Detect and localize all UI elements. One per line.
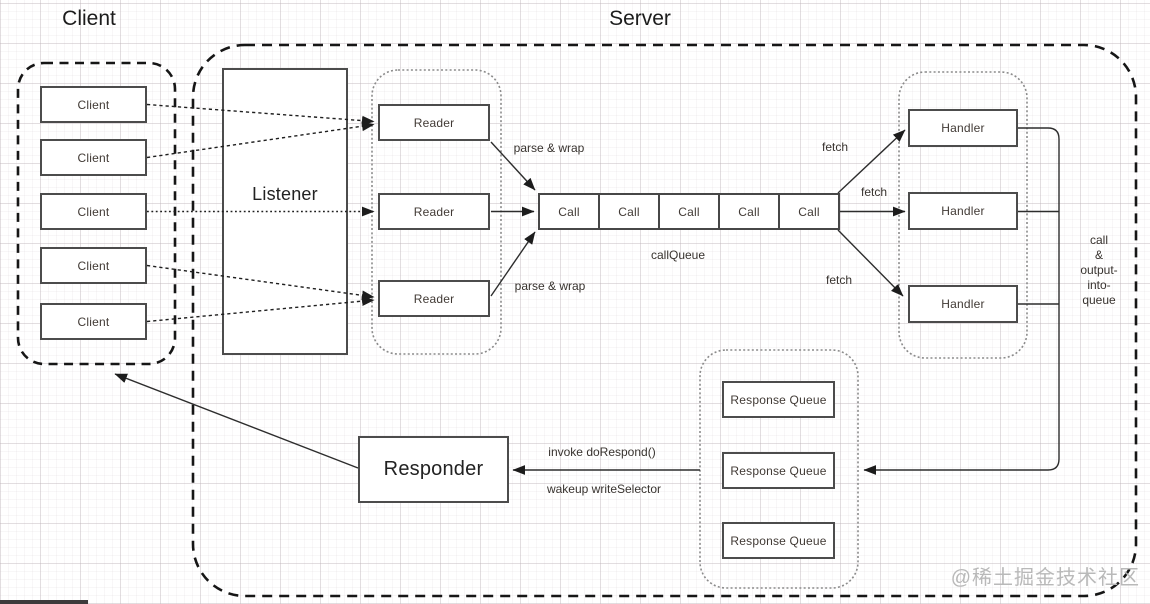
call-cell-4: Call: [718, 193, 780, 230]
edge-queue-handler1: [837, 129, 906, 194]
reader-box-1: Reader: [378, 104, 490, 141]
client-box-4: Client: [40, 247, 147, 284]
fetch-label-top: fetch: [821, 140, 849, 154]
listener-box: Listener: [222, 68, 348, 355]
response-queue-box-1: Response Queue: [722, 381, 835, 418]
listener-label: Listener: [252, 184, 318, 204]
response-queue-box-3: Response Queue: [722, 522, 835, 559]
call-output-line-4: into-queue: [1082, 278, 1116, 307]
call-cell-5: Call: [778, 193, 840, 230]
responder-box: Responder: [358, 436, 509, 503]
server-title: Server: [609, 7, 671, 30]
parse-wrap-label-bottom: parse & wrap: [514, 279, 586, 293]
client-title: Client: [62, 7, 116, 30]
handler-box-3: Handler: [908, 285, 1018, 323]
call-output-into-queue-label: call & output- into-queue: [1074, 233, 1125, 308]
reader-box-3: Reader: [378, 280, 490, 317]
call-cell-2: Call: [598, 193, 660, 230]
watermark-text: @稀土掘金技术社区: [950, 567, 1140, 589]
call-output-line-3: output-: [1080, 263, 1118, 277]
client-box-3: Client: [40, 193, 147, 230]
client-box-1: Client: [40, 86, 147, 123]
handler-box-2: Handler: [908, 192, 1018, 230]
edge-responder-clients: [114, 373, 359, 469]
response-queue-box-2: Response Queue: [722, 452, 835, 489]
call-output-line-2: &: [1094, 248, 1103, 262]
bottom-edge-strip: [0, 600, 88, 604]
call-cell-1: Call: [538, 193, 600, 230]
parse-wrap-label-top: parse & wrap: [513, 141, 585, 155]
callqueue-label: callQueue: [650, 248, 706, 262]
reader-box-2: Reader: [378, 193, 490, 230]
fetch-label-bottom: fetch: [825, 273, 853, 287]
call-cell-3: Call: [658, 193, 720, 230]
client-box-2: Client: [40, 139, 147, 176]
invoke-dorespond-label: invoke doRespond(): [548, 445, 656, 459]
client-box-5: Client: [40, 303, 147, 340]
wakeup-writeselector-label: wakeup writeSelector: [546, 482, 662, 496]
handler-box-1: Handler: [908, 109, 1018, 147]
fetch-label-mid: fetch: [860, 185, 888, 199]
call-output-line-1: call: [1089, 233, 1108, 247]
